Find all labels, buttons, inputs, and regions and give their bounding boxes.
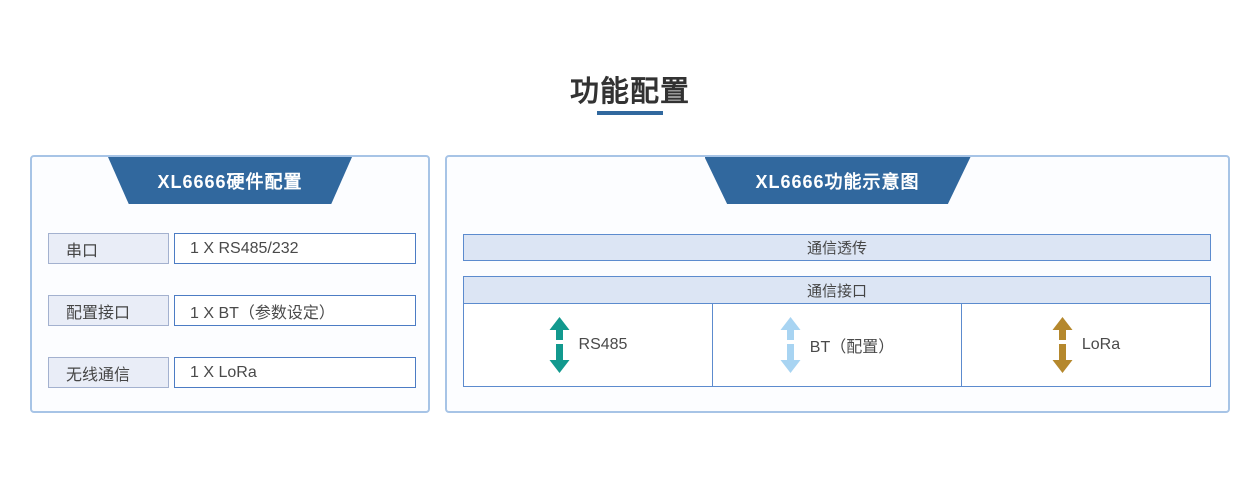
spec-label-config-interface: 配置接口 (48, 295, 169, 326)
interface-label-bt: BT（配置） (809, 339, 895, 356)
comm-interface-table: 通信接口 RS485 (463, 276, 1211, 387)
spec-row-serial: 串口 1 X RS485/232 (48, 233, 416, 264)
function-diagram-panel: XL6666功能示意图 通信透传 通信接口 RS485 (445, 155, 1230, 413)
spec-row-wireless: 无线通信 1 X LoRa (48, 357, 416, 388)
interface-cell-bt: BT（配置） (712, 304, 961, 386)
function-diagram-header-label: XL6666功能示意图 (755, 171, 920, 192)
hardware-config-header-label: XL6666硬件配置 (157, 171, 303, 192)
hardware-config-header-ribbon: XL6666硬件配置 (108, 157, 352, 204)
spec-value-serial: 1 X RS485/232 (174, 233, 416, 264)
lora-vertical-double-arrow-icon (1052, 317, 1073, 373)
spec-row-config-interface: 配置接口 1 X BT（参数设定） (48, 295, 416, 326)
spec-value-config-interface: 1 X BT（参数设定） (174, 295, 416, 326)
interface-label-lora: LoRa (1081, 336, 1121, 353)
bt-vertical-double-arrow-icon (780, 317, 801, 373)
spec-value-wireless: 1 X LoRa (174, 357, 416, 388)
interface-cell-lora: LoRa (961, 304, 1210, 386)
comm-interface-table-header: 通信接口 (464, 277, 1210, 304)
interface-cell-rs485: RS485 (464, 304, 712, 386)
transparent-transmission-bar: 通信透传 (463, 234, 1211, 261)
interface-label-rs485: RS485 (578, 336, 628, 353)
rs485-vertical-double-arrow-icon (549, 317, 570, 373)
comm-interface-table-body: RS485 BT（配置） (464, 304, 1210, 386)
function-diagram-header-ribbon: XL6666功能示意图 (704, 157, 971, 204)
hardware-config-panel: XL6666硬件配置 串口 1 X RS485/232 配置接口 1 X BT（… (30, 155, 430, 413)
spec-label-serial: 串口 (48, 233, 169, 264)
spec-label-wireless: 无线通信 (48, 357, 169, 388)
page-title: 功能配置 (569, 76, 690, 108)
title-underline (597, 111, 663, 115)
